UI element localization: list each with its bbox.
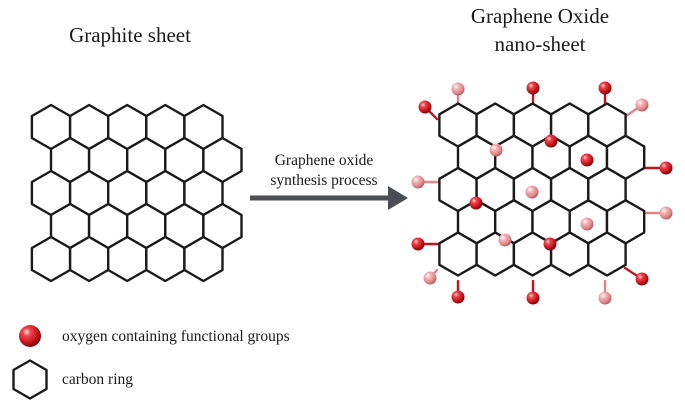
oxygen-atom — [411, 175, 425, 189]
graphene-oxide-carbon-ring — [438, 231, 478, 277]
process-arrow-head — [388, 186, 408, 210]
graphene-oxide-oxygen-groups — [411, 81, 673, 305]
oxygen-atom — [635, 98, 649, 112]
graphite-sheet — [30, 103, 243, 283]
oxygen-atom — [525, 185, 539, 199]
oxygen-legend-icon — [19, 325, 41, 347]
graphene-oxide-carbon-ring — [549, 231, 590, 277]
oxygen-atom — [469, 196, 483, 210]
oxygen-atom — [451, 290, 465, 304]
graphite-carbon-ring — [106, 235, 148, 283]
process-arrow-shaft — [250, 195, 390, 201]
oxygen-atom — [544, 134, 558, 148]
oxygen-legend-label: oxygen containing functional groups — [62, 328, 290, 345]
oxygen-atom — [635, 272, 649, 286]
oxygen-atom — [580, 217, 594, 231]
oxygen-atom — [580, 153, 594, 167]
graphene-oxide-sheet — [438, 102, 646, 277]
oxygen-atom — [498, 233, 512, 247]
graphene-oxide-title-line2: nano-sheet — [495, 32, 586, 56]
graphene-oxide-carbon-ring — [512, 231, 553, 277]
oxygen-atom — [543, 237, 557, 251]
graphene-oxide-carbon-ring — [587, 231, 627, 277]
graphite-carbon-ring — [30, 235, 72, 283]
process-arrow — [250, 186, 408, 210]
oxygen-atom — [411, 237, 425, 251]
oxygen-atom — [423, 271, 437, 285]
arrow-label-line1: Graphene oxide — [275, 152, 374, 169]
legend: oxygen containing functional groups carb… — [12, 325, 290, 400]
oxygen-atom — [489, 143, 503, 157]
oxygen-atom — [598, 81, 612, 95]
oxygen-atom — [526, 291, 540, 305]
oxygen-atom — [598, 291, 612, 305]
oxygen-atom — [451, 82, 465, 96]
arrow-label-line2: synthesis process — [270, 172, 377, 189]
graphite-title: Graphite sheet — [69, 23, 191, 47]
oxygen-atom — [659, 161, 673, 175]
carbon-ring-legend-icon — [12, 359, 48, 400]
oxygen-atom — [526, 81, 540, 95]
oxygen-atom — [418, 100, 432, 114]
graphite-carbon-ring — [68, 235, 110, 283]
graphite-carbon-ring — [183, 235, 224, 283]
graphite-carbon-ring — [145, 235, 186, 283]
graphene-oxide-title-line1: Graphene Oxide — [471, 4, 609, 28]
carbon-ring-legend-label: carbon ring — [62, 371, 133, 388]
oxygen-atom — [659, 206, 673, 220]
